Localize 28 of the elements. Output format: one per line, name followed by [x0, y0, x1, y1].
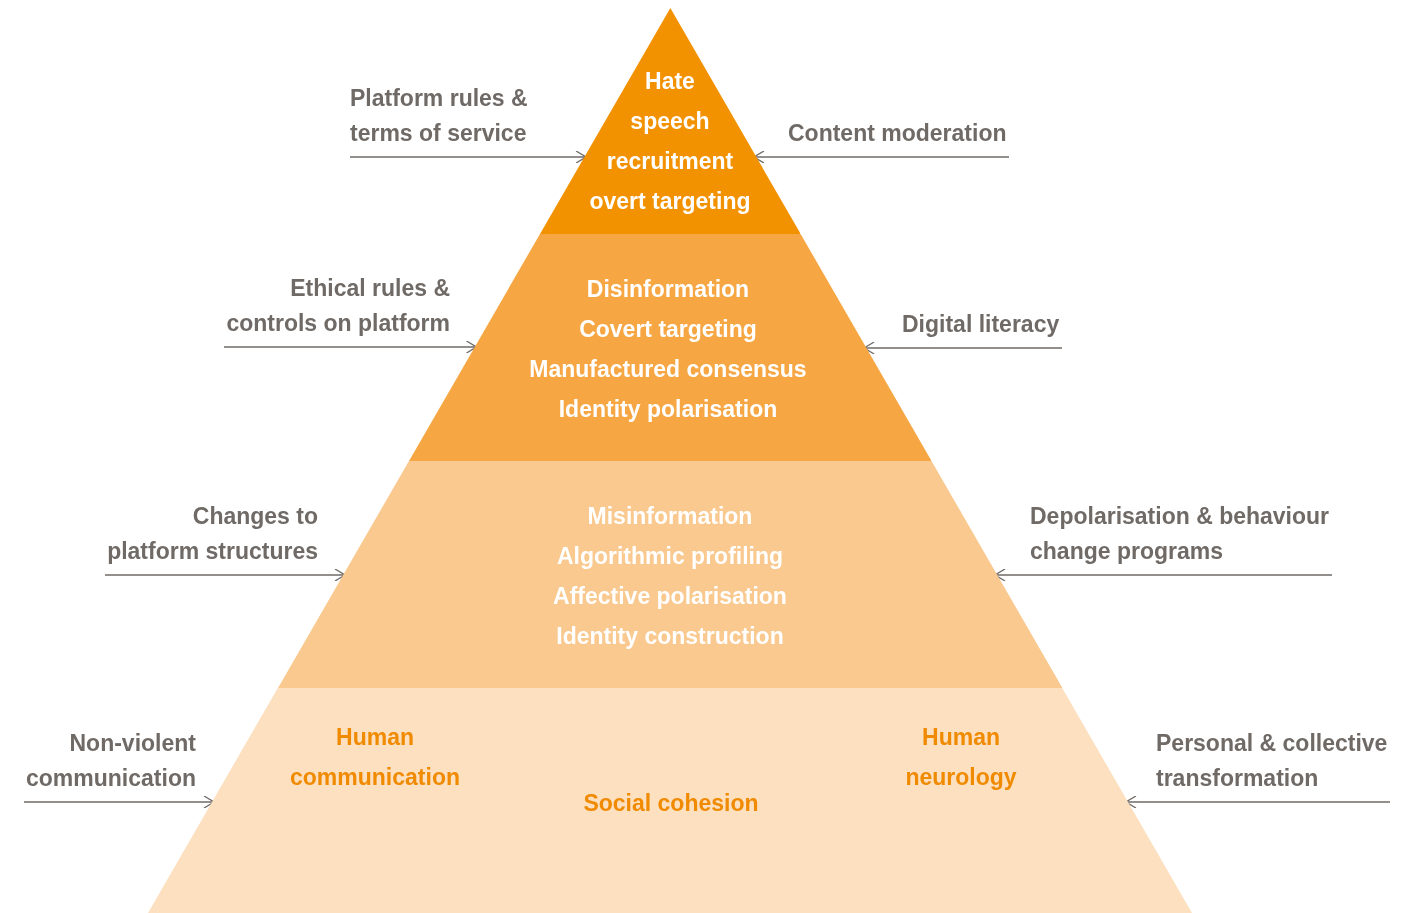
tier-label: overt targeting: [588, 187, 752, 216]
intervention-label: Non-violent communication: [25, 729, 196, 793]
intervention-label: Content moderation: [788, 119, 1008, 148]
tier-label: Human neurology: [904, 723, 1018, 792]
tier-label: Algorithmic profiling: [555, 542, 785, 571]
tier-label: recruitment: [605, 147, 735, 176]
tier-label: Disinformation: [585, 275, 751, 304]
intervention-label: Personal & collective transformation: [1156, 729, 1389, 793]
tier-label: Affective polarisation: [552, 582, 788, 611]
arrow: [349, 150, 587, 164]
tier-label: Social cohesion: [582, 789, 760, 818]
intervention-label: Changes to platform structures: [106, 502, 318, 566]
arrow: [23, 795, 215, 809]
arrow: [1125, 795, 1391, 809]
intervention-label: Digital literacy: [902, 310, 1061, 339]
arrow: [994, 568, 1333, 582]
arrow: [753, 150, 1010, 164]
tier-label: Identity construction: [555, 622, 785, 651]
arrow: [863, 341, 1063, 355]
arrow: [104, 568, 346, 582]
intervention-label: Depolarisation & behaviour change programs: [1030, 502, 1331, 566]
tier-label: Covert targeting: [578, 315, 758, 344]
intervention-label: Platform rules & terms of service: [350, 84, 529, 148]
intervention-label: Ethical rules & controls on platform: [225, 274, 450, 338]
tier-label: Human communication: [289, 723, 461, 792]
tier-label: Manufactured consensus: [528, 355, 808, 384]
tier-label: Identity polarisation: [557, 395, 779, 424]
tier-label: Misinformation: [586, 502, 754, 531]
